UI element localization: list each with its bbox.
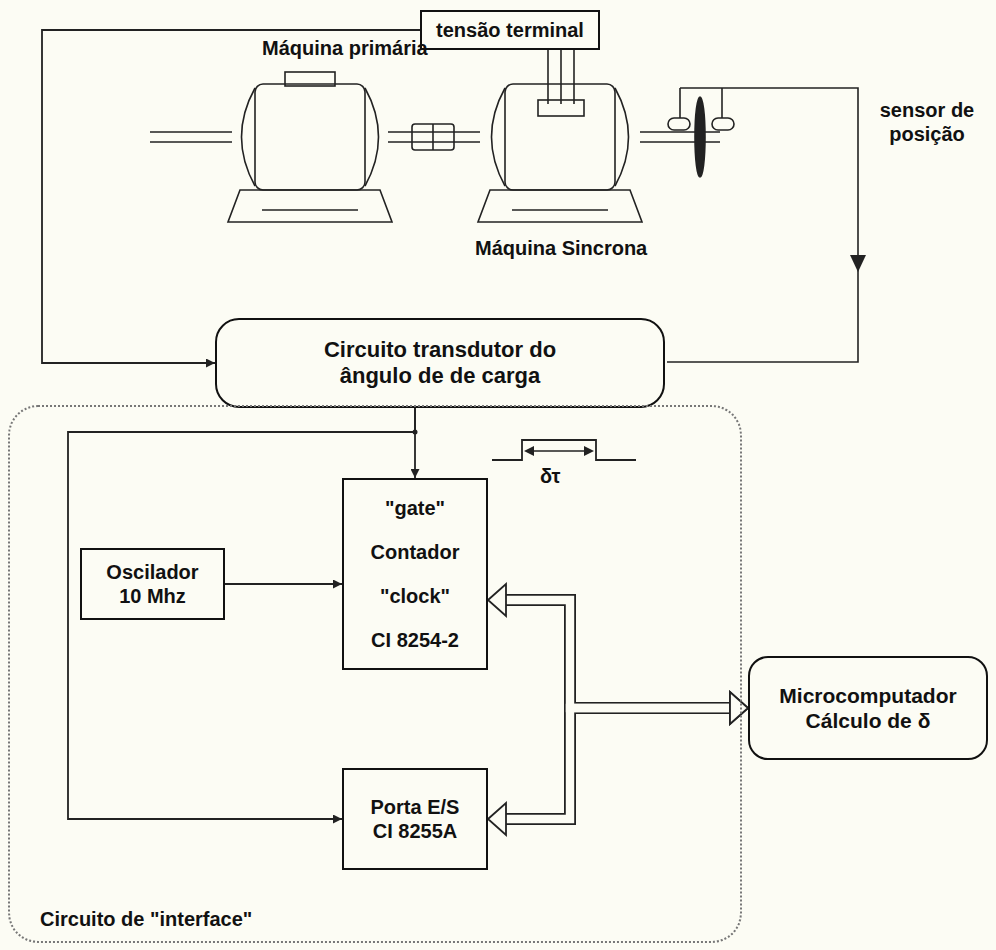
sensor-wire bbox=[667, 88, 858, 362]
synchronous-machine-body bbox=[505, 84, 615, 190]
signal-wire bbox=[42, 30, 420, 363]
bus-heads bbox=[488, 692, 748, 835]
machine-base bbox=[262, 209, 358, 211]
node-text: Circuito de "interface" bbox=[40, 907, 252, 931]
arrowhead bbox=[584, 446, 594, 456]
shaft bbox=[388, 141, 480, 143]
sensor-disc bbox=[695, 97, 705, 177]
data-bus-arrow bbox=[506, 708, 730, 819]
hollow-arrowhead bbox=[730, 692, 748, 724]
node-text: CI 8255A bbox=[373, 819, 458, 843]
shaft bbox=[640, 131, 720, 133]
shaft bbox=[150, 131, 232, 133]
part-name: sensor de posição bbox=[872, 98, 982, 146]
voltage-box: tensão terminal bbox=[420, 10, 600, 50]
node-text: Porta E/S bbox=[371, 795, 460, 819]
part-name: Máquina primária bbox=[262, 36, 462, 60]
end-bell bbox=[242, 88, 256, 186]
interface-region: Circuito de "interface" "gate" Contador "cl… bbox=[8, 405, 742, 943]
pulse-waveform bbox=[492, 440, 636, 460]
end-bell bbox=[615, 88, 629, 186]
part-name: Máquina Sincrona bbox=[475, 236, 695, 260]
node-text: Cálculo de δ bbox=[806, 708, 931, 733]
end-bell bbox=[492, 88, 506, 186]
shaft bbox=[388, 131, 480, 133]
hollow-arrowhead bbox=[488, 584, 506, 616]
terminal-wire bbox=[560, 46, 562, 104]
signal-wire bbox=[225, 583, 342, 585]
node-text: Circuito transdutor do ângulo de de carg… bbox=[315, 337, 565, 390]
terminal-box bbox=[285, 72, 335, 86]
hollow-arrowhead bbox=[730, 692, 748, 724]
machine-base bbox=[512, 209, 608, 211]
bus-outline bbox=[506, 600, 730, 708]
coupling bbox=[412, 124, 454, 150]
hollow-arrowhead bbox=[488, 803, 506, 835]
sensor-wire bbox=[721, 88, 723, 118]
sensor-wire bbox=[679, 88, 681, 118]
io-port-box: Porta E/SCI 8255A bbox=[342, 768, 488, 870]
prime-mover-body bbox=[255, 84, 365, 190]
bus-fill bbox=[506, 708, 730, 819]
signal-name: δτ bbox=[540, 464, 580, 488]
coupling bbox=[432, 124, 434, 150]
dimension-line bbox=[530, 450, 588, 452]
bus-heads bbox=[488, 584, 748, 724]
node-text: tensão terminal bbox=[436, 18, 584, 42]
node-text: "gate" bbox=[385, 496, 445, 520]
sensor-pickup bbox=[712, 118, 734, 130]
bus-fill bbox=[506, 600, 730, 708]
shaft bbox=[640, 141, 720, 143]
counter-box: "gate" Contador "clock" CI 8254-2 bbox=[342, 478, 488, 670]
arrowhead bbox=[524, 446, 534, 456]
shaft bbox=[150, 141, 232, 143]
node-text: "clock" bbox=[380, 584, 450, 608]
machine-base bbox=[478, 190, 642, 222]
oscillator-box: Oscilador 10 Mhz bbox=[80, 548, 225, 620]
terminal-wire bbox=[547, 46, 549, 104]
computer-box: MicrocomputadorCálculo de δ bbox=[748, 656, 988, 760]
node-text: Oscilador 10 Mhz bbox=[93, 560, 213, 608]
transducer-box: Circuito transdutor do ângulo de de carg… bbox=[215, 318, 665, 408]
sensor-pickup bbox=[668, 118, 690, 130]
arrowhead bbox=[850, 255, 866, 272]
bus-outline bbox=[506, 708, 730, 819]
node-text: Contador bbox=[371, 540, 460, 564]
node-text: CI 8254-2 bbox=[371, 628, 459, 652]
machine-base bbox=[228, 190, 392, 222]
node-text: Microcomputador bbox=[779, 683, 956, 708]
data-bus-arrow bbox=[506, 600, 730, 708]
terminal-wire bbox=[573, 46, 575, 104]
end-bell bbox=[365, 88, 379, 186]
